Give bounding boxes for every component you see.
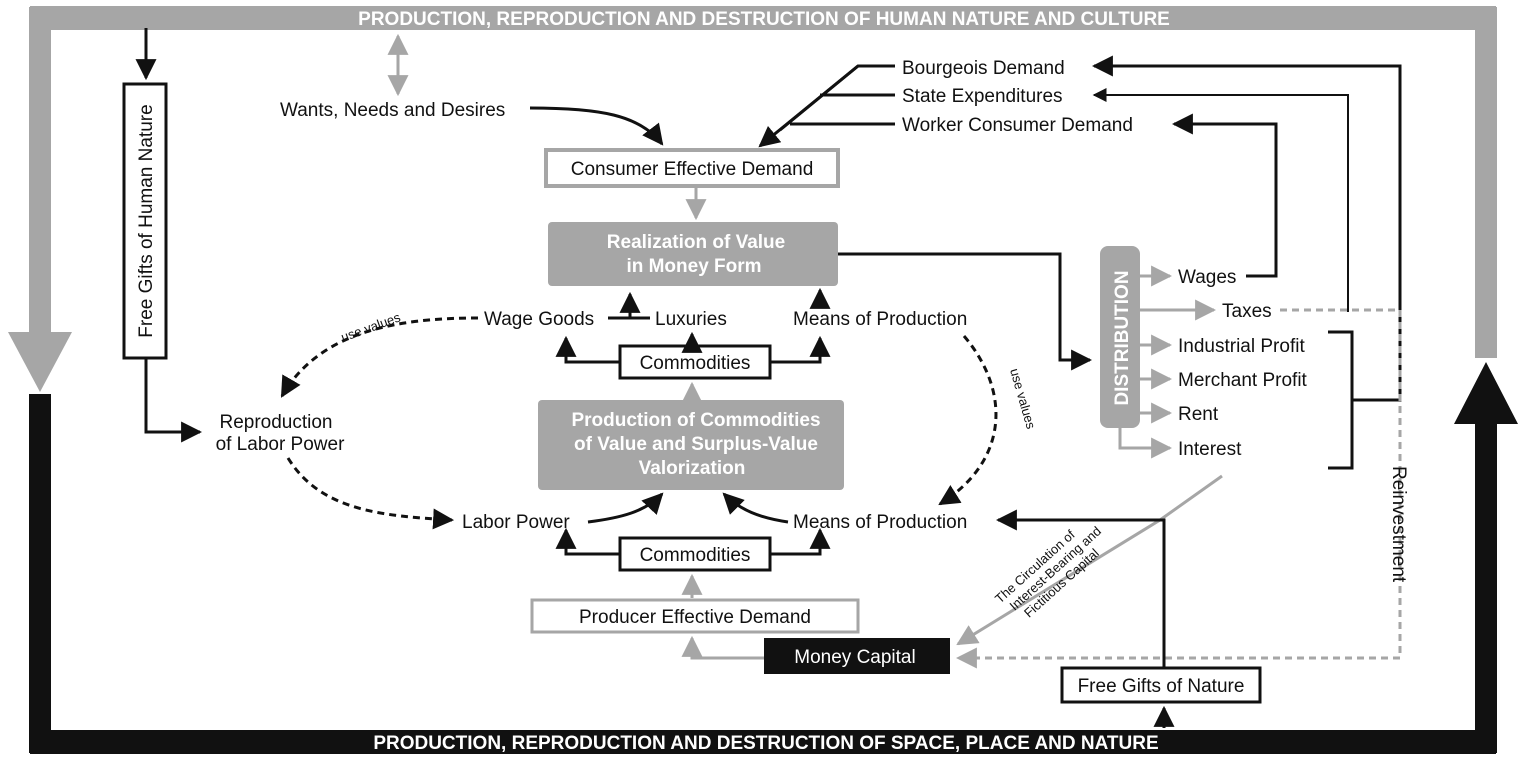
commodities-bottom-box	[618, 536, 772, 572]
means-of-production-top-label: Means of Production	[793, 309, 967, 330]
reinvestment-label: Reinvestment	[1388, 466, 1409, 583]
production-line2: of Value and Surplus-Value	[574, 434, 818, 455]
arrow-profits-to-bourgeois-demand	[1091, 55, 1402, 402]
wages-label: Wages	[1178, 267, 1236, 288]
commodities-bottom-label: Commodities	[640, 545, 751, 566]
use-values-right-label: use values	[1007, 367, 1039, 431]
dashed-reinvestment-line	[955, 310, 1402, 669]
distribution-label: DISTRIBUTION	[1112, 270, 1133, 405]
arrow-free-gifts-nature-to-means	[995, 509, 1166, 668]
production-of-commodities-box	[538, 400, 844, 490]
realization-line2: in Money Form	[626, 256, 761, 277]
commodities-top-label: Commodities	[640, 353, 751, 374]
money-capital-box	[764, 638, 950, 674]
arrow-labor-power-to-production	[587, 492, 664, 524]
bottom-banner-bar	[30, 730, 1496, 754]
distribution-arrows	[1118, 265, 1217, 459]
realization-of-value-box	[548, 222, 838, 286]
bourgeois-demand-label: Bourgeois Demand	[902, 58, 1065, 79]
rent-label: Rent	[1178, 404, 1219, 425]
luxuries-label: Luxuries	[655, 309, 727, 330]
dashed-means-top-to-means-bottom	[938, 335, 998, 506]
dashed-wage-goods-to-reproduction	[280, 316, 479, 398]
reproduction-line1: Reproduction	[219, 412, 332, 433]
money-capital-label: Money Capital	[794, 647, 915, 668]
means-of-production-bottom-label: Means of Production	[793, 512, 967, 533]
realization-line1: Realization of Value	[607, 232, 785, 253]
merchant-profit-label: Merchant Profit	[1178, 370, 1308, 391]
production-line3: Valorization	[639, 458, 746, 479]
arrow-means-bottom-to-production	[722, 492, 789, 524]
interest-label: Interest	[1178, 439, 1242, 460]
top-banner-text: PRODUCTION, REPRODUCTION AND DESTRUCTION…	[358, 9, 1170, 30]
arrow-commodities-bottom-right	[770, 527, 831, 556]
right-black-arrowhead	[1454, 362, 1518, 424]
producer-effective-demand-label: Producer Effective Demand	[579, 607, 811, 628]
production-line1: Production of Commodities	[571, 410, 820, 431]
bottom-banner-text: PRODUCTION, REPRODUCTION AND DESTRUCTION…	[373, 733, 1158, 754]
reproduction-line2: of Labor Power	[216, 434, 346, 455]
worker-consumer-demand-label: Worker Consumer Demand	[902, 115, 1133, 136]
arrow-taxes-to-state-expenditures	[1092, 88, 1349, 312]
arrow-wages-to-worker-demand	[1171, 113, 1278, 278]
arrow-commodities-top-left	[555, 335, 620, 364]
free-gifts-of-nature-label: Free Gifts of Nature	[1078, 676, 1245, 697]
consumer-effective-demand-label: Consumer Effective Demand	[571, 159, 814, 180]
free-gifts-of-nature-box	[1060, 666, 1262, 704]
wants-needs-desires-label: Wants, Needs and Desires	[280, 100, 505, 121]
dashed-reproduction-to-labor-power	[286, 457, 455, 530]
wage-goods-label: Wage Goods	[484, 309, 594, 330]
free-gifts-human-nature-box	[122, 82, 168, 360]
taxes-label: Taxes	[1222, 301, 1272, 322]
free-gifts-human-nature-label: Free Gifts of Human Nature	[136, 104, 157, 337]
arrow-money-capital-to-producer-demand	[681, 635, 764, 660]
arrow-commodities-top-right	[770, 335, 831, 364]
producer-effective-demand-box	[530, 598, 860, 634]
industrial-profit-label: Industrial Profit	[1178, 336, 1305, 357]
arrow-wants-to-consumer-demand	[529, 106, 664, 146]
distribution-box	[1100, 246, 1140, 428]
consumer-effective-demand-box	[544, 148, 840, 188]
profits-bracket	[1328, 330, 1354, 470]
arrow-commodities-bottom-left	[555, 527, 620, 556]
labor-power-label: Labor Power	[462, 512, 570, 533]
arrow-free-gifts-to-reproduction	[144, 358, 203, 443]
use-values-left-label: use values	[339, 309, 403, 345]
wage-luxuries-join	[608, 294, 650, 320]
outer-frame: PRODUCTION, REPRODUCTION AND DESTRUCTION…	[8, 6, 1518, 754]
top-banner-bar	[30, 6, 1496, 30]
arrow-realization-to-distribution	[838, 252, 1093, 371]
left-gray-arrowhead	[8, 332, 72, 392]
demand-collector-lines	[758, 64, 895, 148]
state-expenditures-label: State Expenditures	[902, 86, 1063, 107]
